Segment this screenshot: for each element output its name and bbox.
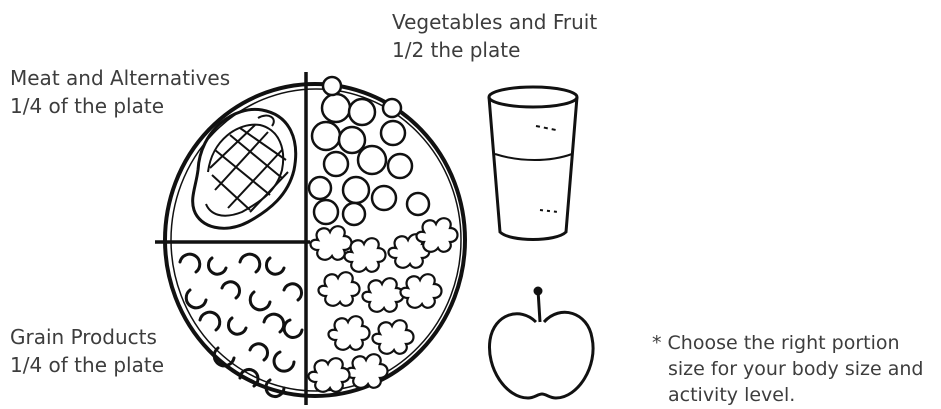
broccoli-icon — [309, 218, 458, 392]
steak-icon — [193, 109, 296, 228]
grain-title: Grain Products — [10, 323, 164, 351]
meat-alternatives-label: Meat and Alternatives 1/4 of the plate — [10, 64, 230, 120]
meat-title: Meat and Alternatives — [10, 64, 230, 92]
note-line-1: * Choose the right portion — [652, 330, 923, 356]
vegetables-title: Vegetables and Fruit — [392, 8, 597, 36]
grain-portion: 1/4 of the plate — [10, 351, 164, 379]
vegetables-portion: 1/2 the plate — [392, 36, 597, 64]
portion-note: * Choose the right portion size for your… — [652, 330, 923, 408]
note-line-3: activity level. — [652, 382, 923, 408]
vegetables-fruit-label: Vegetables and Fruit 1/2 the plate — [392, 8, 597, 64]
note-line-2: size for your body size and — [652, 356, 923, 382]
meat-portion: 1/4 of the plate — [10, 92, 230, 120]
pasta-icon — [180, 254, 302, 396]
apple-icon — [489, 288, 593, 398]
grain-products-label: Grain Products 1/4 of the plate — [10, 323, 164, 379]
glass-icon — [489, 87, 577, 240]
